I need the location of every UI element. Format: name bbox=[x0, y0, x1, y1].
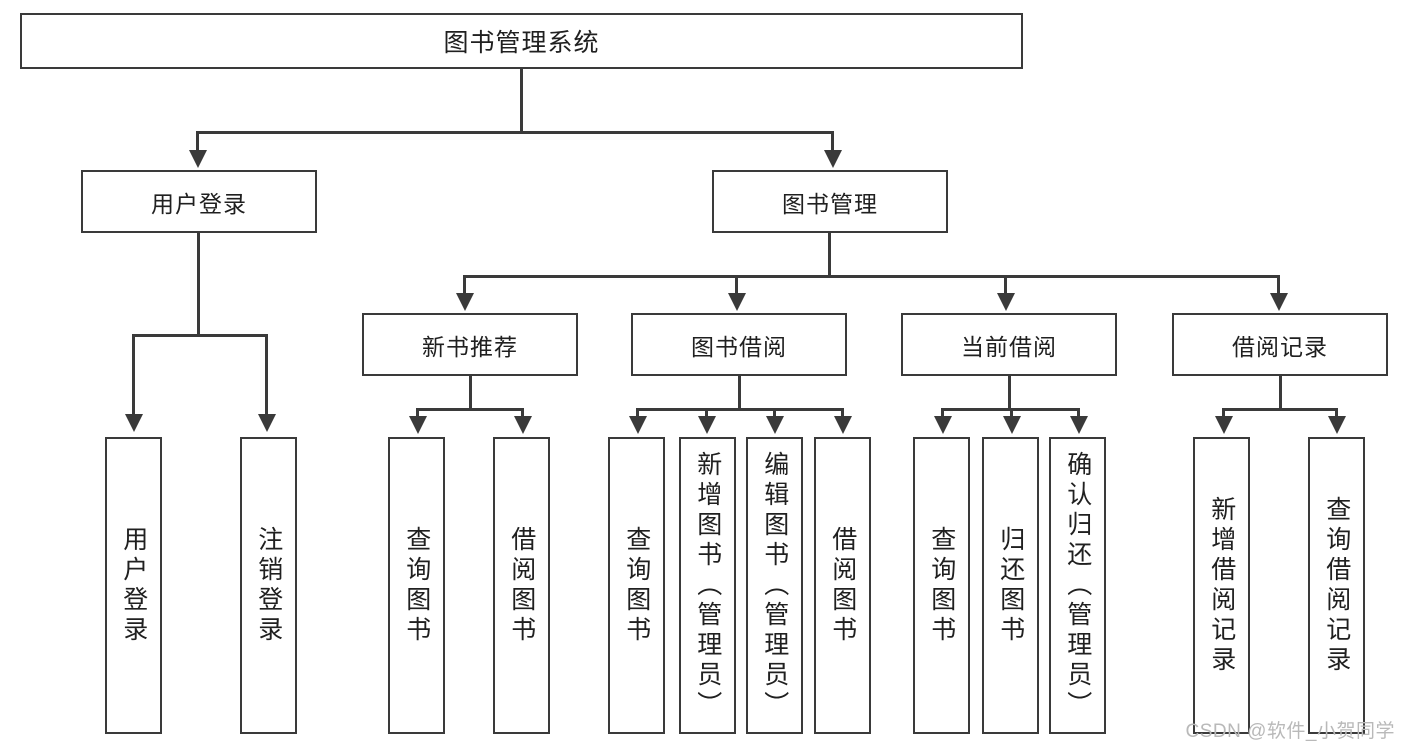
edge-borrow-record-stem bbox=[1279, 375, 1282, 410]
arrowhead-leaf-8 bbox=[834, 416, 852, 434]
node-leaf-confirm-return-admin[interactable]: 确认归还（管理员） bbox=[1049, 437, 1106, 734]
node-label: 用户登录 bbox=[119, 525, 148, 646]
node-borrowing-record[interactable]: 借阅记录 bbox=[1172, 313, 1388, 376]
arrowhead-leaf-6 bbox=[698, 416, 716, 434]
arrowhead-leaf-13 bbox=[1328, 416, 1346, 434]
edge-current-borrow-to-leaf-3 bbox=[1077, 408, 1080, 418]
arrowhead-borrow-record bbox=[1270, 293, 1288, 311]
edge-book-borrow-to-leaf-3 bbox=[773, 408, 776, 418]
edge-user-login-stem bbox=[197, 232, 200, 336]
edge-user-login-to-leaf-2 bbox=[265, 334, 268, 416]
edge-current-borrow-to-leaf-1 bbox=[941, 408, 944, 418]
node-label: 借阅图书 bbox=[828, 525, 857, 646]
arrowhead-current-borrow bbox=[997, 293, 1015, 311]
node-leaf-borrow-books[interactable]: 借阅图书 bbox=[814, 437, 871, 734]
arrowhead-leaf-12 bbox=[1215, 416, 1233, 434]
node-label: 图书管理 bbox=[782, 190, 878, 217]
edge-book-borrow-bus bbox=[636, 408, 844, 411]
edge-current-borrow-to-leaf-2 bbox=[1010, 408, 1013, 418]
edge-borrow-record-to-leaf-1 bbox=[1222, 408, 1225, 418]
arrowhead-leaf-3 bbox=[409, 416, 427, 434]
arrowhead-leaf-11 bbox=[1070, 416, 1088, 434]
arrowhead-leaf-1 bbox=[125, 414, 143, 432]
edge-book-borrow-to-leaf-1 bbox=[636, 408, 639, 418]
node-leaf-add-book-admin[interactable]: 新增图书（管理员） bbox=[679, 437, 736, 734]
node-book-management[interactable]: 图书管理 bbox=[712, 170, 948, 233]
node-label: 新书推荐 bbox=[422, 333, 518, 360]
node-root-book-management-system[interactable]: 图书管理系统 bbox=[20, 13, 1023, 69]
node-label: 查询图书 bbox=[622, 525, 651, 646]
edge-book-borrow-stem bbox=[738, 375, 741, 410]
node-label: 新增图书（管理员） bbox=[693, 450, 722, 721]
edge-borrow-record-to-leaf-2 bbox=[1335, 408, 1338, 418]
arrowhead-book-manage bbox=[824, 150, 842, 168]
edge-book-borrow-to-leaf-4 bbox=[841, 408, 844, 418]
edge-new-book-rec-stem bbox=[469, 375, 472, 410]
arrowhead-leaf-4 bbox=[514, 416, 532, 434]
node-label: 编辑图书（管理员） bbox=[760, 450, 789, 721]
node-leaf-query-books-current[interactable]: 查询图书 bbox=[913, 437, 970, 734]
node-current-borrowing[interactable]: 当前借阅 bbox=[901, 313, 1117, 376]
node-label: 查询图书 bbox=[402, 525, 431, 646]
edge-root-stem bbox=[520, 68, 523, 132]
node-label: 图书借阅 bbox=[691, 333, 787, 360]
edge-user-login-to-leaf-1 bbox=[132, 334, 135, 416]
node-new-book-recommendation[interactable]: 新书推荐 bbox=[362, 313, 578, 376]
edge-to-borrow-record bbox=[1277, 275, 1280, 295]
edge-book-borrow-to-leaf-2 bbox=[705, 408, 708, 418]
arrowhead-leaf-7 bbox=[766, 416, 784, 434]
node-leaf-edit-book-admin[interactable]: 编辑图书（管理员） bbox=[746, 437, 803, 734]
node-label: 借阅记录 bbox=[1232, 333, 1328, 360]
node-leaf-borrow-books-rec[interactable]: 借阅图书 bbox=[493, 437, 550, 734]
node-label: 确认归还（管理员） bbox=[1063, 450, 1092, 721]
node-label: 查询借阅记录 bbox=[1322, 495, 1351, 676]
node-leaf-return-books[interactable]: 归还图书 bbox=[982, 437, 1039, 734]
edge-book-manage-stem bbox=[828, 232, 831, 277]
node-label: 图书管理系统 bbox=[443, 29, 600, 57]
node-label: 注销登录 bbox=[254, 525, 283, 646]
edge-current-borrow-stem bbox=[1008, 375, 1011, 410]
edge-to-book-borrow bbox=[735, 275, 738, 295]
node-leaf-logout[interactable]: 注销登录 bbox=[240, 437, 297, 734]
node-label: 当前借阅 bbox=[961, 333, 1057, 360]
edge-to-new-book-rec bbox=[463, 275, 466, 295]
edge-book-manage-bus bbox=[463, 275, 1280, 278]
node-label: 归还图书 bbox=[996, 525, 1025, 646]
node-label: 用户登录 bbox=[151, 190, 247, 217]
edge-user-login-bus bbox=[132, 334, 265, 337]
arrowhead-leaf-2 bbox=[258, 414, 276, 432]
node-book-borrowing[interactable]: 图书借阅 bbox=[631, 313, 847, 376]
arrowhead-leaf-9 bbox=[934, 416, 952, 434]
node-user-login[interactable]: 用户登录 bbox=[81, 170, 317, 233]
arrowhead-user-login bbox=[189, 150, 207, 168]
node-leaf-user-login[interactable]: 用户登录 bbox=[105, 437, 162, 734]
node-label: 借阅图书 bbox=[507, 525, 536, 646]
node-leaf-add-borrow-record[interactable]: 新增借阅记录 bbox=[1193, 437, 1250, 734]
edge-root-to-book-manage bbox=[831, 131, 834, 153]
node-label: 新增借阅记录 bbox=[1207, 495, 1236, 676]
node-leaf-query-books-rec[interactable]: 查询图书 bbox=[388, 437, 445, 734]
arrowhead-leaf-5 bbox=[629, 416, 647, 434]
arrowhead-leaf-10 bbox=[1003, 416, 1021, 434]
arrowhead-new-book-rec bbox=[456, 293, 474, 311]
node-leaf-query-borrow-record[interactable]: 查询借阅记录 bbox=[1308, 437, 1365, 734]
edge-to-current-borrow bbox=[1004, 275, 1007, 295]
node-leaf-query-books-borrow[interactable]: 查询图书 bbox=[608, 437, 665, 734]
arrowhead-book-borrow bbox=[728, 293, 746, 311]
edge-new-book-rec-to-leaf-1 bbox=[416, 408, 419, 418]
edge-root-bus bbox=[196, 131, 834, 134]
edge-new-book-rec-bus bbox=[416, 408, 524, 411]
edge-borrow-record-bus bbox=[1222, 408, 1338, 411]
node-label: 查询图书 bbox=[927, 525, 956, 646]
edge-root-to-user-login bbox=[196, 131, 199, 153]
edge-new-book-rec-to-leaf-2 bbox=[521, 408, 524, 418]
